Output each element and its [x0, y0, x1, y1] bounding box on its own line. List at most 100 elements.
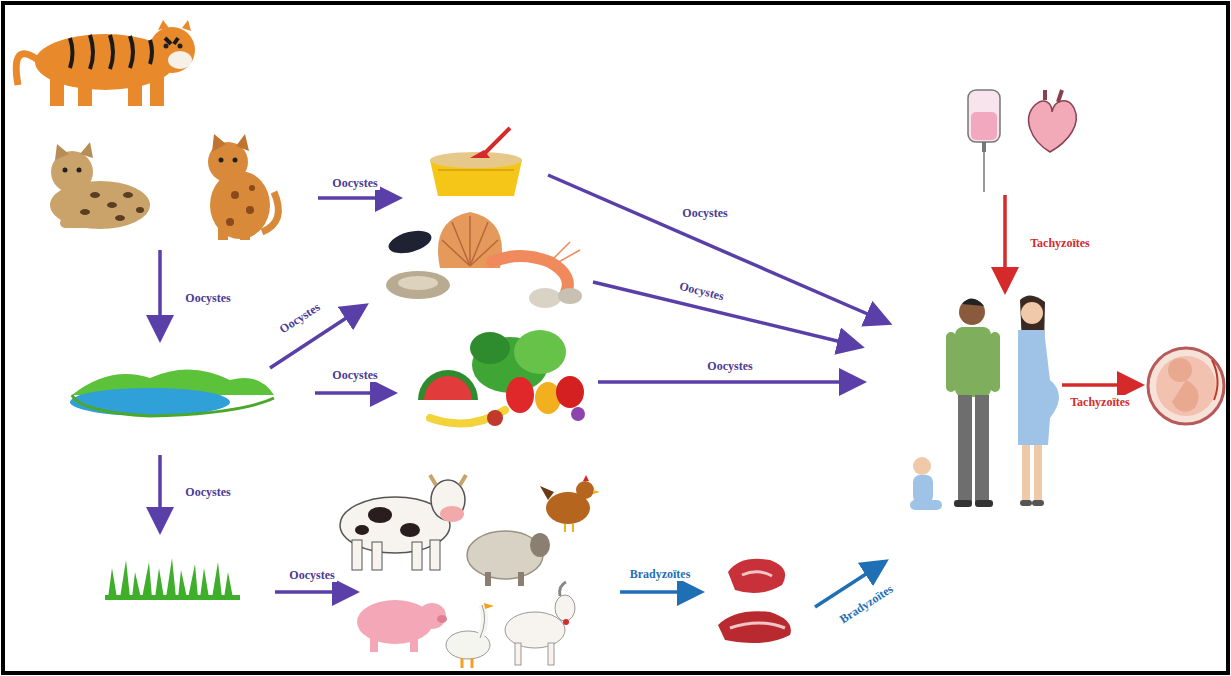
chicken-part: [583, 475, 589, 481]
arrow-label: Oocystes: [183, 485, 232, 499]
oocyst-arrows-part: [548, 175, 886, 322]
transfusion-bag-part: [983, 152, 985, 192]
arrow-label: Oocystes: [287, 568, 336, 582]
domestic-cat-part-part: [249, 185, 255, 191]
wild-cat-part-part: [115, 215, 125, 221]
meat: [718, 559, 791, 643]
pregnant-woman-part: [1021, 302, 1043, 324]
water-landscape-part: [72, 395, 274, 416]
meat-part: [730, 623, 785, 628]
wild-cat-part: [63, 168, 68, 173]
fruits-vegetables-part: [418, 370, 478, 400]
tiger-part: [149, 27, 195, 73]
tiger-part: [168, 51, 192, 69]
oocyst-arrows-part: [158, 250, 162, 336]
tiger-part-part: [70, 38, 73, 68]
wild-cat: [50, 142, 150, 229]
heart-organ: [1029, 90, 1077, 152]
litter-box-part: [438, 169, 514, 171]
cow: [340, 475, 466, 570]
arrow-label: Tachyzoïtes: [1068, 395, 1132, 409]
man-part: [975, 500, 993, 507]
man-part: [975, 395, 989, 503]
tiger-part-part: [150, 40, 152, 64]
meat-part: [718, 611, 791, 643]
tachyzoite-arrows-part: [1062, 383, 1138, 387]
pig: [357, 600, 447, 652]
pregnant-woman-part: [1032, 500, 1044, 506]
sheep-part: [485, 572, 491, 586]
tiger-part: [150, 72, 164, 106]
wild-cat-part-part: [90, 192, 100, 198]
pregnant-woman-part: [1020, 500, 1032, 506]
fetus-part: [1168, 358, 1192, 382]
seafood-part: [492, 256, 568, 295]
tiger-part: [16, 54, 38, 85]
cow-part: [430, 540, 440, 570]
baby-part: [913, 475, 933, 503]
domestic-cat-part: [212, 134, 249, 152]
wild-cat-part-part: [123, 192, 133, 198]
wild-cat-part-part: [107, 202, 117, 208]
domestic-cat-part: [226, 185, 255, 226]
goat-part: [555, 595, 575, 621]
oocyst-arrows-part: [315, 391, 391, 395]
tiger-part: [70, 35, 178, 69]
pig-part: [418, 603, 446, 629]
water-landscape: [70, 369, 274, 416]
seafood-part: [550, 242, 580, 264]
oocyst-arrows-part: [270, 307, 363, 368]
tiger-part: [50, 72, 64, 106]
fetus: [1148, 348, 1224, 424]
domestic-cat-part-part: [231, 191, 239, 199]
cow-part: [440, 506, 464, 522]
fetus-part: [1148, 348, 1224, 424]
arrow-label: Oocystes: [275, 299, 324, 338]
arrow-label: Tachyzoïtes: [1028, 236, 1092, 250]
seafood-part: [386, 271, 450, 299]
litter-box-part: [430, 152, 522, 168]
fruits-vegetables-part: [571, 407, 585, 421]
oocyst-arrows-part: [598, 380, 860, 384]
frame: [3, 3, 1228, 673]
tachyzoite-arrows-part: [1003, 195, 1007, 288]
tiger-part-part: [130, 36, 133, 68]
oocyst-arrows: [160, 175, 886, 592]
domestic-cat-part: [210, 171, 270, 239]
fruits-vegetables-part: [487, 410, 503, 426]
cow-part-part: [355, 525, 369, 535]
man-part: [959, 299, 985, 325]
baby-part: [910, 500, 942, 510]
litter-box-part: [470, 150, 490, 158]
fruits-vegetables-part: [424, 376, 472, 400]
man-part: [946, 332, 956, 392]
litter-box: [430, 128, 522, 196]
domestic-cat-part-part: [226, 218, 234, 226]
sheep: [467, 531, 550, 586]
arrow-label: Oocystes: [330, 176, 379, 190]
pig-part: [437, 615, 447, 623]
pregnant-woman-part: [1034, 445, 1042, 500]
arrow-label: Oocystes: [676, 278, 727, 303]
tiger-part: [158, 20, 191, 31]
tiger-part: [164, 44, 169, 49]
goose-part: [462, 658, 472, 668]
grass-part: [108, 558, 233, 598]
seafood-part: [386, 227, 434, 258]
tiger-part-part: [110, 35, 113, 69]
fetus-part: [1172, 380, 1198, 412]
transfusion-bag-part: [971, 112, 997, 140]
pig-part: [370, 638, 378, 652]
goat-part: [505, 612, 565, 648]
goose-part: [484, 603, 494, 609]
man: [946, 298, 1000, 507]
chicken-part: [593, 490, 600, 494]
goat-part: [515, 643, 521, 665]
arrow-label: Oocystes: [183, 291, 232, 305]
goose-part: [480, 605, 485, 638]
goat-part: [548, 643, 554, 665]
wild-cat-part: [80, 192, 144, 221]
wild-cat-part: [55, 142, 93, 160]
tachyzoite-arrows: [1005, 195, 1138, 385]
